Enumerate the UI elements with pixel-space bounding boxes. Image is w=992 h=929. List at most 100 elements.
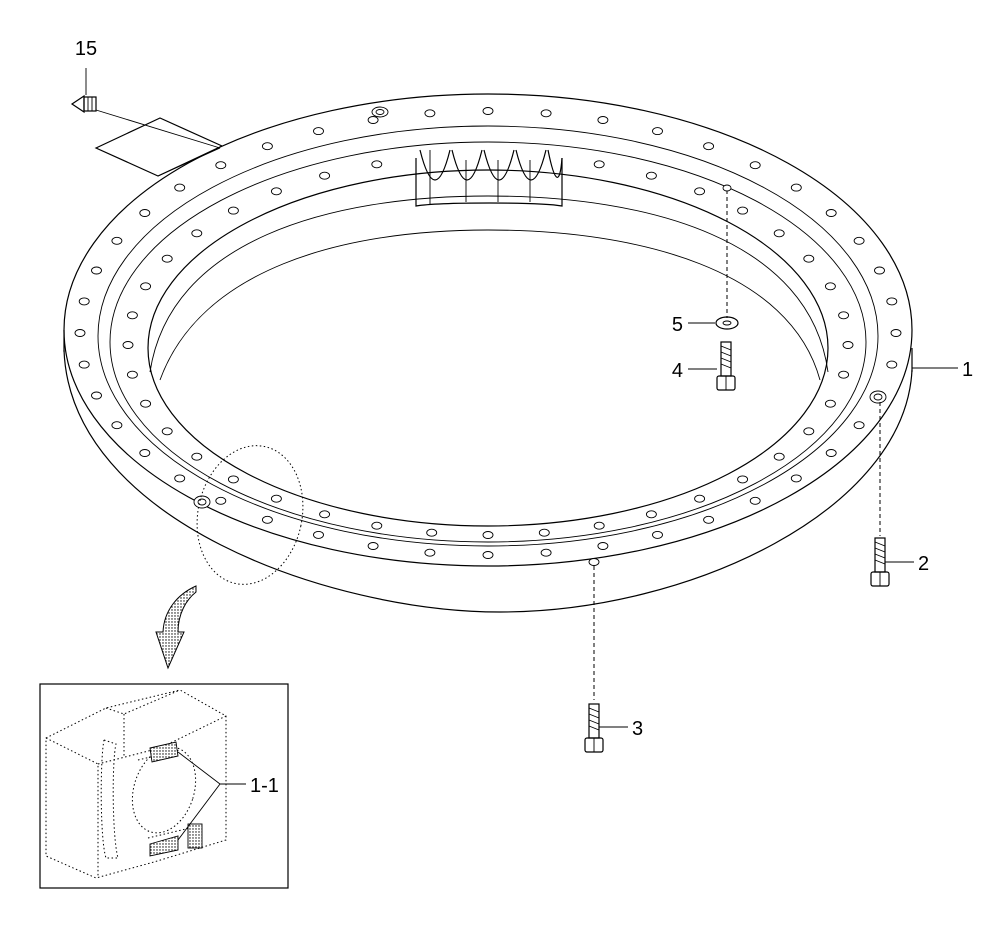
bolt-hole: [424, 548, 436, 557]
bolt-hole: [540, 109, 552, 118]
bolt-hole: [111, 236, 123, 245]
bolt-hole: [74, 329, 86, 337]
callout-3: 3: [632, 718, 643, 740]
bolt-hole: [825, 449, 837, 457]
bolt-hole: [824, 282, 836, 291]
bolt-hole: [703, 515, 715, 524]
washer: [715, 316, 739, 330]
bolt-4: [716, 341, 736, 391]
callout-2: 2: [918, 553, 929, 575]
leader-1-1-a: [177, 751, 221, 785]
bolt-hole: [139, 209, 151, 217]
bolt-hole: [874, 266, 885, 275]
bolt-hole: [78, 297, 90, 306]
callout-15: 15: [75, 38, 97, 60]
bolt-hole: [319, 171, 331, 180]
bolt-hole: [261, 142, 273, 151]
bolt-hole: [111, 421, 123, 430]
bolt-hole: [261, 515, 273, 524]
bolt-hole: [773, 452, 785, 461]
bolt-hole: [191, 229, 203, 238]
bolt-hole: [886, 360, 898, 369]
bolt-hole: [645, 171, 657, 180]
bolt-hole: [161, 427, 173, 436]
bolt-hole: [371, 521, 383, 530]
bolt-hole: [803, 254, 815, 263]
bolt-hole: [191, 452, 203, 461]
bolt-hole: [227, 206, 239, 215]
inner-ring-bore: [149, 195, 829, 373]
bolt-hole: [139, 449, 151, 457]
bolt-hole: [538, 528, 550, 537]
bolt-2: [870, 537, 890, 587]
bolt-hole: [126, 370, 138, 379]
grease-nipple-assembly: [70, 68, 224, 177]
bolt-hole: [652, 127, 663, 136]
bolt-hole: [645, 510, 657, 519]
bolt-hole: [270, 494, 282, 503]
bolt-hole: [215, 161, 227, 170]
nipple-tag-line: [95, 109, 221, 149]
inner-ring-edge: [147, 169, 829, 527]
bolt-hole: [482, 531, 494, 539]
bolt-hole: [853, 236, 865, 245]
callout-1: 1: [962, 359, 973, 381]
callout-5: 5: [672, 314, 683, 336]
bolt-hole: [838, 370, 850, 379]
bolt-hole: [424, 109, 436, 118]
bolt-hole: [593, 521, 605, 530]
grease-nipple-body: [83, 96, 97, 112]
bolt-hole: [824, 399, 836, 408]
detail-view-box: [39, 683, 289, 889]
slewing-ring: [63, 93, 913, 613]
ring-outer-edge: [63, 93, 913, 567]
bolt-hole: [825, 209, 837, 217]
callout-1-1: 1-1: [250, 775, 279, 797]
bolt-hole: [140, 399, 152, 408]
bolt-hole: [737, 206, 749, 215]
inner-ring-bore-lower: [159, 229, 821, 381]
bolt-hole: [749, 161, 761, 170]
bolt-hole: [215, 496, 227, 505]
bolt-hole: [270, 187, 282, 196]
leader-1-1-b: [177, 783, 221, 841]
bolt-hole: [703, 142, 715, 151]
seal-lower: [149, 835, 179, 857]
bolt-hole: [886, 297, 898, 306]
detail-highlight-ellipse: [196, 445, 304, 585]
bolt-hole: [319, 510, 331, 519]
bolt-hole: [78, 360, 90, 369]
bolt-hole: [313, 530, 324, 539]
ring-step-2: [109, 141, 867, 543]
detail-section-view: [45, 689, 227, 879]
bolt-hole: [540, 548, 552, 557]
bolt-hole: [790, 183, 802, 192]
gear-teeth: [415, 149, 563, 207]
bolt-hole: [174, 474, 186, 483]
ring-step-1: [97, 125, 879, 547]
bolt-hole: [482, 551, 494, 559]
bolt-hole: [161, 254, 173, 263]
bolt-hole: [313, 127, 324, 136]
mounting-holes: [74, 107, 902, 559]
ring-bottom-edge: [63, 349, 913, 613]
bolt-hole: [853, 421, 865, 430]
detail-arrow: [155, 585, 197, 670]
bolt-hole: [773, 229, 785, 238]
grease-nipple-tip: [70, 94, 85, 114]
bolt-hole: [371, 160, 383, 169]
bolt-hole: [694, 494, 706, 503]
bolt-hole: [367, 116, 379, 124]
bolt-hole: [597, 542, 609, 550]
bolt-hole: [597, 116, 609, 124]
bolt-3: [584, 703, 604, 753]
bolt-hole: [749, 496, 761, 505]
bolt-hole: [790, 474, 802, 483]
bolt-hole: [803, 427, 815, 436]
seal-upper: [149, 741, 179, 763]
bolt-hole: [91, 391, 102, 400]
bolt-hole: [91, 266, 102, 275]
bolt-hole: [842, 341, 854, 349]
